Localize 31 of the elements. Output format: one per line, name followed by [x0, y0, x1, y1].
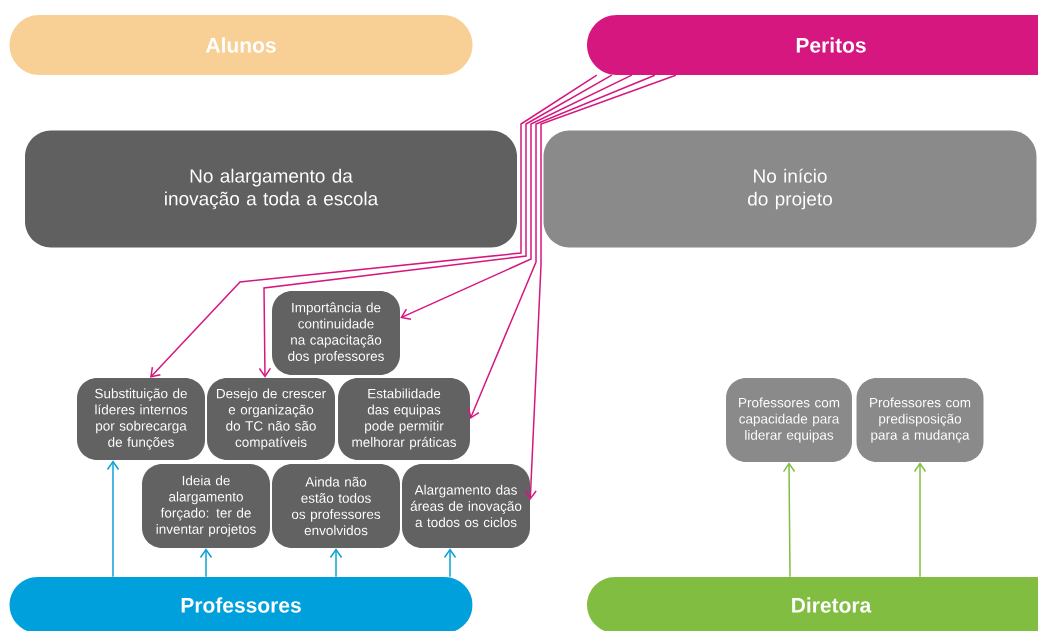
arrow	[782, 462, 796, 578]
arrow	[199, 548, 213, 578]
arrow	[329, 548, 343, 578]
node-label: Alargamento das áreas de inovação a todos os ciclos	[410, 484, 522, 528]
arrow	[150, 74, 598, 378]
arrow	[443, 548, 457, 578]
group-banner: Professores	[9, 577, 473, 631]
note-box: Desejo de crescer e organização do TC não são compatíveis	[207, 378, 335, 460]
group-banner: Peritos	[587, 15, 1038, 75]
arrow	[106, 460, 120, 578]
group-banner: Alunos	[9, 15, 473, 75]
note-box: Importância de continuidade na capacitação dos professores	[272, 291, 400, 375]
arrow	[400, 74, 633, 320]
category-box: No alargamento da inovação a toda a escola	[25, 130, 517, 248]
note-box: Substituição de líderes internos por sobrecarga de funções	[77, 378, 205, 460]
node-label: Desejo de crescer e organização do TC não são compatíveis	[216, 388, 326, 450]
node-label: Ideia de alargamento forçado: ter de inventar projetos	[156, 475, 256, 537]
note-box: Ainda não estão todos os professores envolvidos	[272, 464, 400, 548]
note-box: Professores com capacidade para liderar equipas	[726, 378, 852, 462]
group-banner: Diretora	[587, 577, 1038, 631]
arrow	[258, 74, 613, 378]
arrow	[913, 462, 927, 578]
arrow	[524, 74, 677, 500]
note-box: Estabilidade das equipas pode permitir melhorar práticas	[338, 378, 470, 460]
node-label: Substituição de líderes internos por sobrecarga de funções	[95, 388, 188, 450]
note-box: Ideia de alargamento forçado: ter de inventar projetos	[142, 464, 270, 548]
arrow	[468, 74, 656, 419]
node-label: Ainda não estão todos os professores envolvidos	[291, 476, 381, 536]
note-box: Alargamento das áreas de inovação a todos os ciclos	[402, 464, 530, 548]
note-box: Professores com predisposição para a mudança	[856, 378, 984, 462]
category-box: No início do projeto	[543, 130, 1037, 248]
